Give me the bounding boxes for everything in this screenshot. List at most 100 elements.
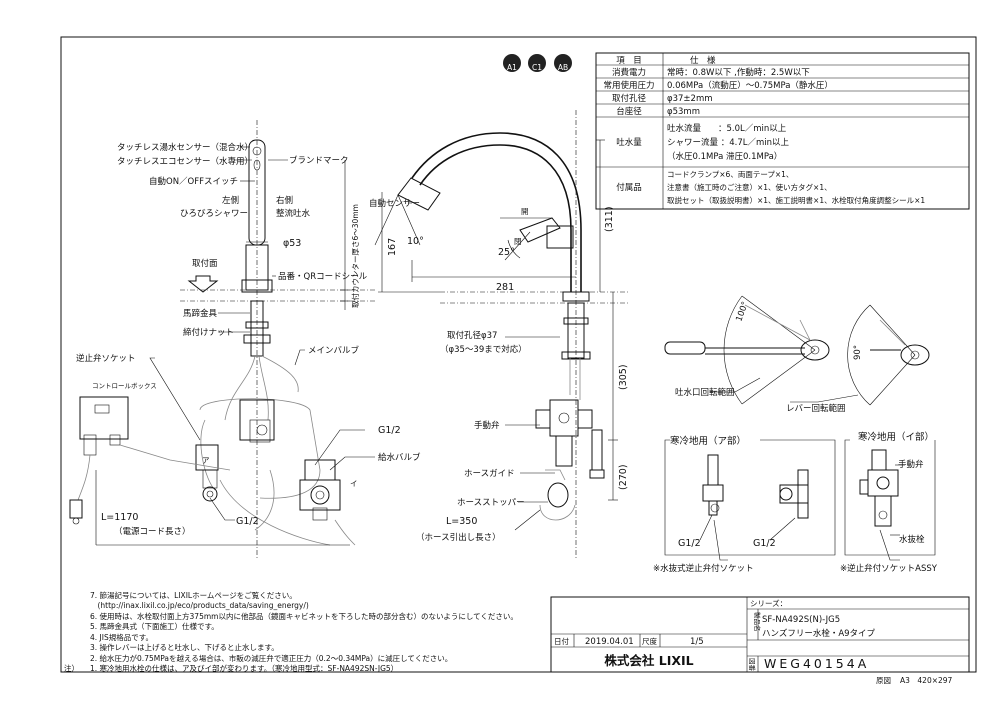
label-g12-a: G1/2 xyxy=(678,538,701,549)
label-hole: 取付孔径φ37 xyxy=(447,330,497,341)
tb-scale: 1/5 xyxy=(690,637,704,647)
spec-label-flow: 吐水量 xyxy=(616,137,642,148)
label-supply-valve: 給水バルブ xyxy=(378,452,421,463)
spec-value-hole: φ37±2mm xyxy=(667,94,713,104)
label-horseshoe: 馬蹄金具 xyxy=(183,308,218,319)
label-manual-valve2: 手動弁 xyxy=(898,459,924,470)
marker-i: イ xyxy=(350,479,358,488)
tb-company: 株式会社 LIXIL xyxy=(604,653,693,668)
tb-drawing-no: WEG40154A xyxy=(764,656,869,671)
label-spout-range: 吐水口回転範囲 xyxy=(675,387,735,398)
label-drain-check-socket: ※水抜式逆止弁付ソケット xyxy=(653,563,754,574)
label-cord-length-l: L=1170 xyxy=(101,512,138,523)
tb-name: ハンズフリー水栓・A9タイプ xyxy=(762,628,876,639)
spout-rotation-diagram xyxy=(664,295,830,405)
label-hose-length: （ホース引出し長さ） xyxy=(416,532,501,543)
label-cold-a: 寒冷地用（ア部） xyxy=(670,435,746,447)
notes-prefix: 注） xyxy=(64,663,79,673)
label-touchless-eco: タッチレスエコセンサー（水専用） xyxy=(117,156,253,167)
spec-header-item: 項 目 xyxy=(616,56,642,66)
spec-value-acc-3: 取説セット（取扱説明書）×1、施工説明書×1、水栓取付角度調整シール×1 xyxy=(667,195,925,205)
tb-scale-label: 尺度 xyxy=(642,636,657,646)
label-angle90: 90° xyxy=(853,345,863,360)
label-main-valve: メインバルブ xyxy=(308,345,360,356)
label-right: 右側 xyxy=(276,195,293,206)
note-1: 1. 寒冷地用水栓の仕様は、ア及びイ部が変わります。（寒冷地用型式：SF-NA4… xyxy=(90,663,398,673)
side-view xyxy=(374,110,630,560)
label-brand-mark: ブランドマーク xyxy=(289,155,349,166)
label-shower: ひろびろシャワー xyxy=(180,209,248,219)
title-block xyxy=(550,596,970,673)
label-hole-range: （φ35～39まで対応） xyxy=(440,344,527,355)
spec-value-base: φ53mm xyxy=(667,107,700,117)
label-dim305: (305) xyxy=(618,364,629,390)
label-hose-stopper: ホースストッパー xyxy=(457,498,525,508)
label-control-box: コントロールボックス xyxy=(92,382,157,390)
tb-series-label: シリーズ： xyxy=(750,598,787,608)
label-touchless-warm: タッチレス湯水センサー（混合水） xyxy=(117,142,253,153)
label-dim311: (311) xyxy=(604,206,615,232)
spec-label-power: 消費電力 xyxy=(612,67,646,78)
spec-value-pressure: 0.06MPa（流動圧）～0.75MPa（静水圧） xyxy=(667,80,833,91)
note-6: 6. 使用時は、水栓取付面上方375mm以内に他部品（鏡面キャビネットを下ろした… xyxy=(90,611,518,621)
spec-header-spec: 仕 様 xyxy=(690,55,716,66)
tb-date: 2019.04.01 xyxy=(585,637,634,647)
tb-original: A3 420×297 xyxy=(900,676,953,685)
label-drain-plug: 水抜栓 xyxy=(899,534,925,545)
spec-value-flow-3: （水圧0.1MPa 滞圧0.1MPa） xyxy=(667,151,782,162)
spec-value-flow-1: 吐水流量 ：5.0L／min以上 xyxy=(667,123,787,134)
badge-c1: C1 xyxy=(532,63,542,72)
label-auto-sensor: 自動センサー xyxy=(369,198,420,209)
label-auto-switch: 自動ON／OFFスイッチ xyxy=(149,176,238,187)
notes: 7. 節湯記号については、LIXILホームページをご覧ください。 (http:/… xyxy=(64,590,518,673)
spec-value-flow-2: シャワー流量 ：4.7L／min以上 xyxy=(667,137,789,148)
tb-original-label: 原図 xyxy=(876,676,891,685)
spec-label-hole: 取付孔径 xyxy=(612,93,647,104)
label-phi53: φ53 xyxy=(283,238,301,249)
tb-drawing-label: 図番 xyxy=(748,658,756,672)
drawing-frame xyxy=(60,36,977,673)
tb-date-label: 日付 xyxy=(554,636,569,646)
label-counter-thickness: 取付カウンター厚さ6～30mm xyxy=(350,204,360,308)
label-nut: 締付けナット xyxy=(183,327,234,338)
label-hose-l: L=350 xyxy=(446,516,477,527)
label-left: 左側 xyxy=(222,195,239,206)
spec-table: 項 目 仕 様 消費電力 常時：0.8W以下 ,作動時：2.5W以下 常用使用圧… xyxy=(595,52,970,210)
spec-label-pressure: 常用使用圧力 xyxy=(603,80,654,91)
note-7-url: (http://inax.lixil.co.jp/eco/products_da… xyxy=(90,601,309,610)
label-g12-b: G1/2 xyxy=(753,538,776,549)
badge-a1: A1 xyxy=(507,63,517,72)
label-mount-surface: 取付面 xyxy=(192,258,218,269)
label-straight: 整流吐水 xyxy=(276,208,311,219)
label-g12-bottom: G1/2 xyxy=(236,516,259,527)
cold-region-i-box xyxy=(844,439,936,561)
label-check-socket-assy: ※逆止弁付ソケットASSY xyxy=(840,563,938,574)
badge-ab: AB xyxy=(558,63,568,72)
label-dim270: (270) xyxy=(618,464,629,490)
label-lever-range: レバー回転範囲 xyxy=(786,403,846,414)
note-5: 5. 馬蹄金具式（下面施工）仕様です。 xyxy=(90,621,219,631)
label-manual-valve: 手動弁 xyxy=(474,420,500,431)
label-dim281: 281 xyxy=(496,282,514,293)
label-g12: G1/2 xyxy=(378,425,401,436)
note-3: 3. 操作レバーは上げると吐水し、下げると止水します。 xyxy=(90,642,279,652)
label-open: 開 xyxy=(521,207,529,216)
label-cold-i: 寒冷地用（イ部） xyxy=(858,431,934,443)
label-angle25: 25° xyxy=(498,247,515,258)
label-closed: 閉 xyxy=(514,237,522,246)
spec-label-accessories: 付属品 xyxy=(616,182,642,193)
spec-value-acc-2: 注意書（施工時のご注意）×1、使い方タグ×1、 xyxy=(667,182,832,192)
spec-value-acc-1: コードクランプ×6、両面テープ×1、 xyxy=(667,170,793,179)
marker-a: ア xyxy=(202,456,210,465)
label-cord-length: （電源コード長さ） xyxy=(114,526,191,537)
cold-region-a-box xyxy=(664,439,836,561)
label-angle10: 10° xyxy=(407,236,424,247)
note-4: 4. JIS規格品です。 xyxy=(90,632,153,642)
spec-value-power: 常時：0.8W以下 ,作動時：2.5W以下 xyxy=(667,67,810,78)
control-box xyxy=(79,396,129,440)
label-dim167: 167 xyxy=(387,238,398,256)
label-check-valve-socket: 逆止弁ソケット xyxy=(76,353,136,364)
front-view xyxy=(69,120,375,560)
label-hose-guide: ホースガイド xyxy=(464,468,515,479)
